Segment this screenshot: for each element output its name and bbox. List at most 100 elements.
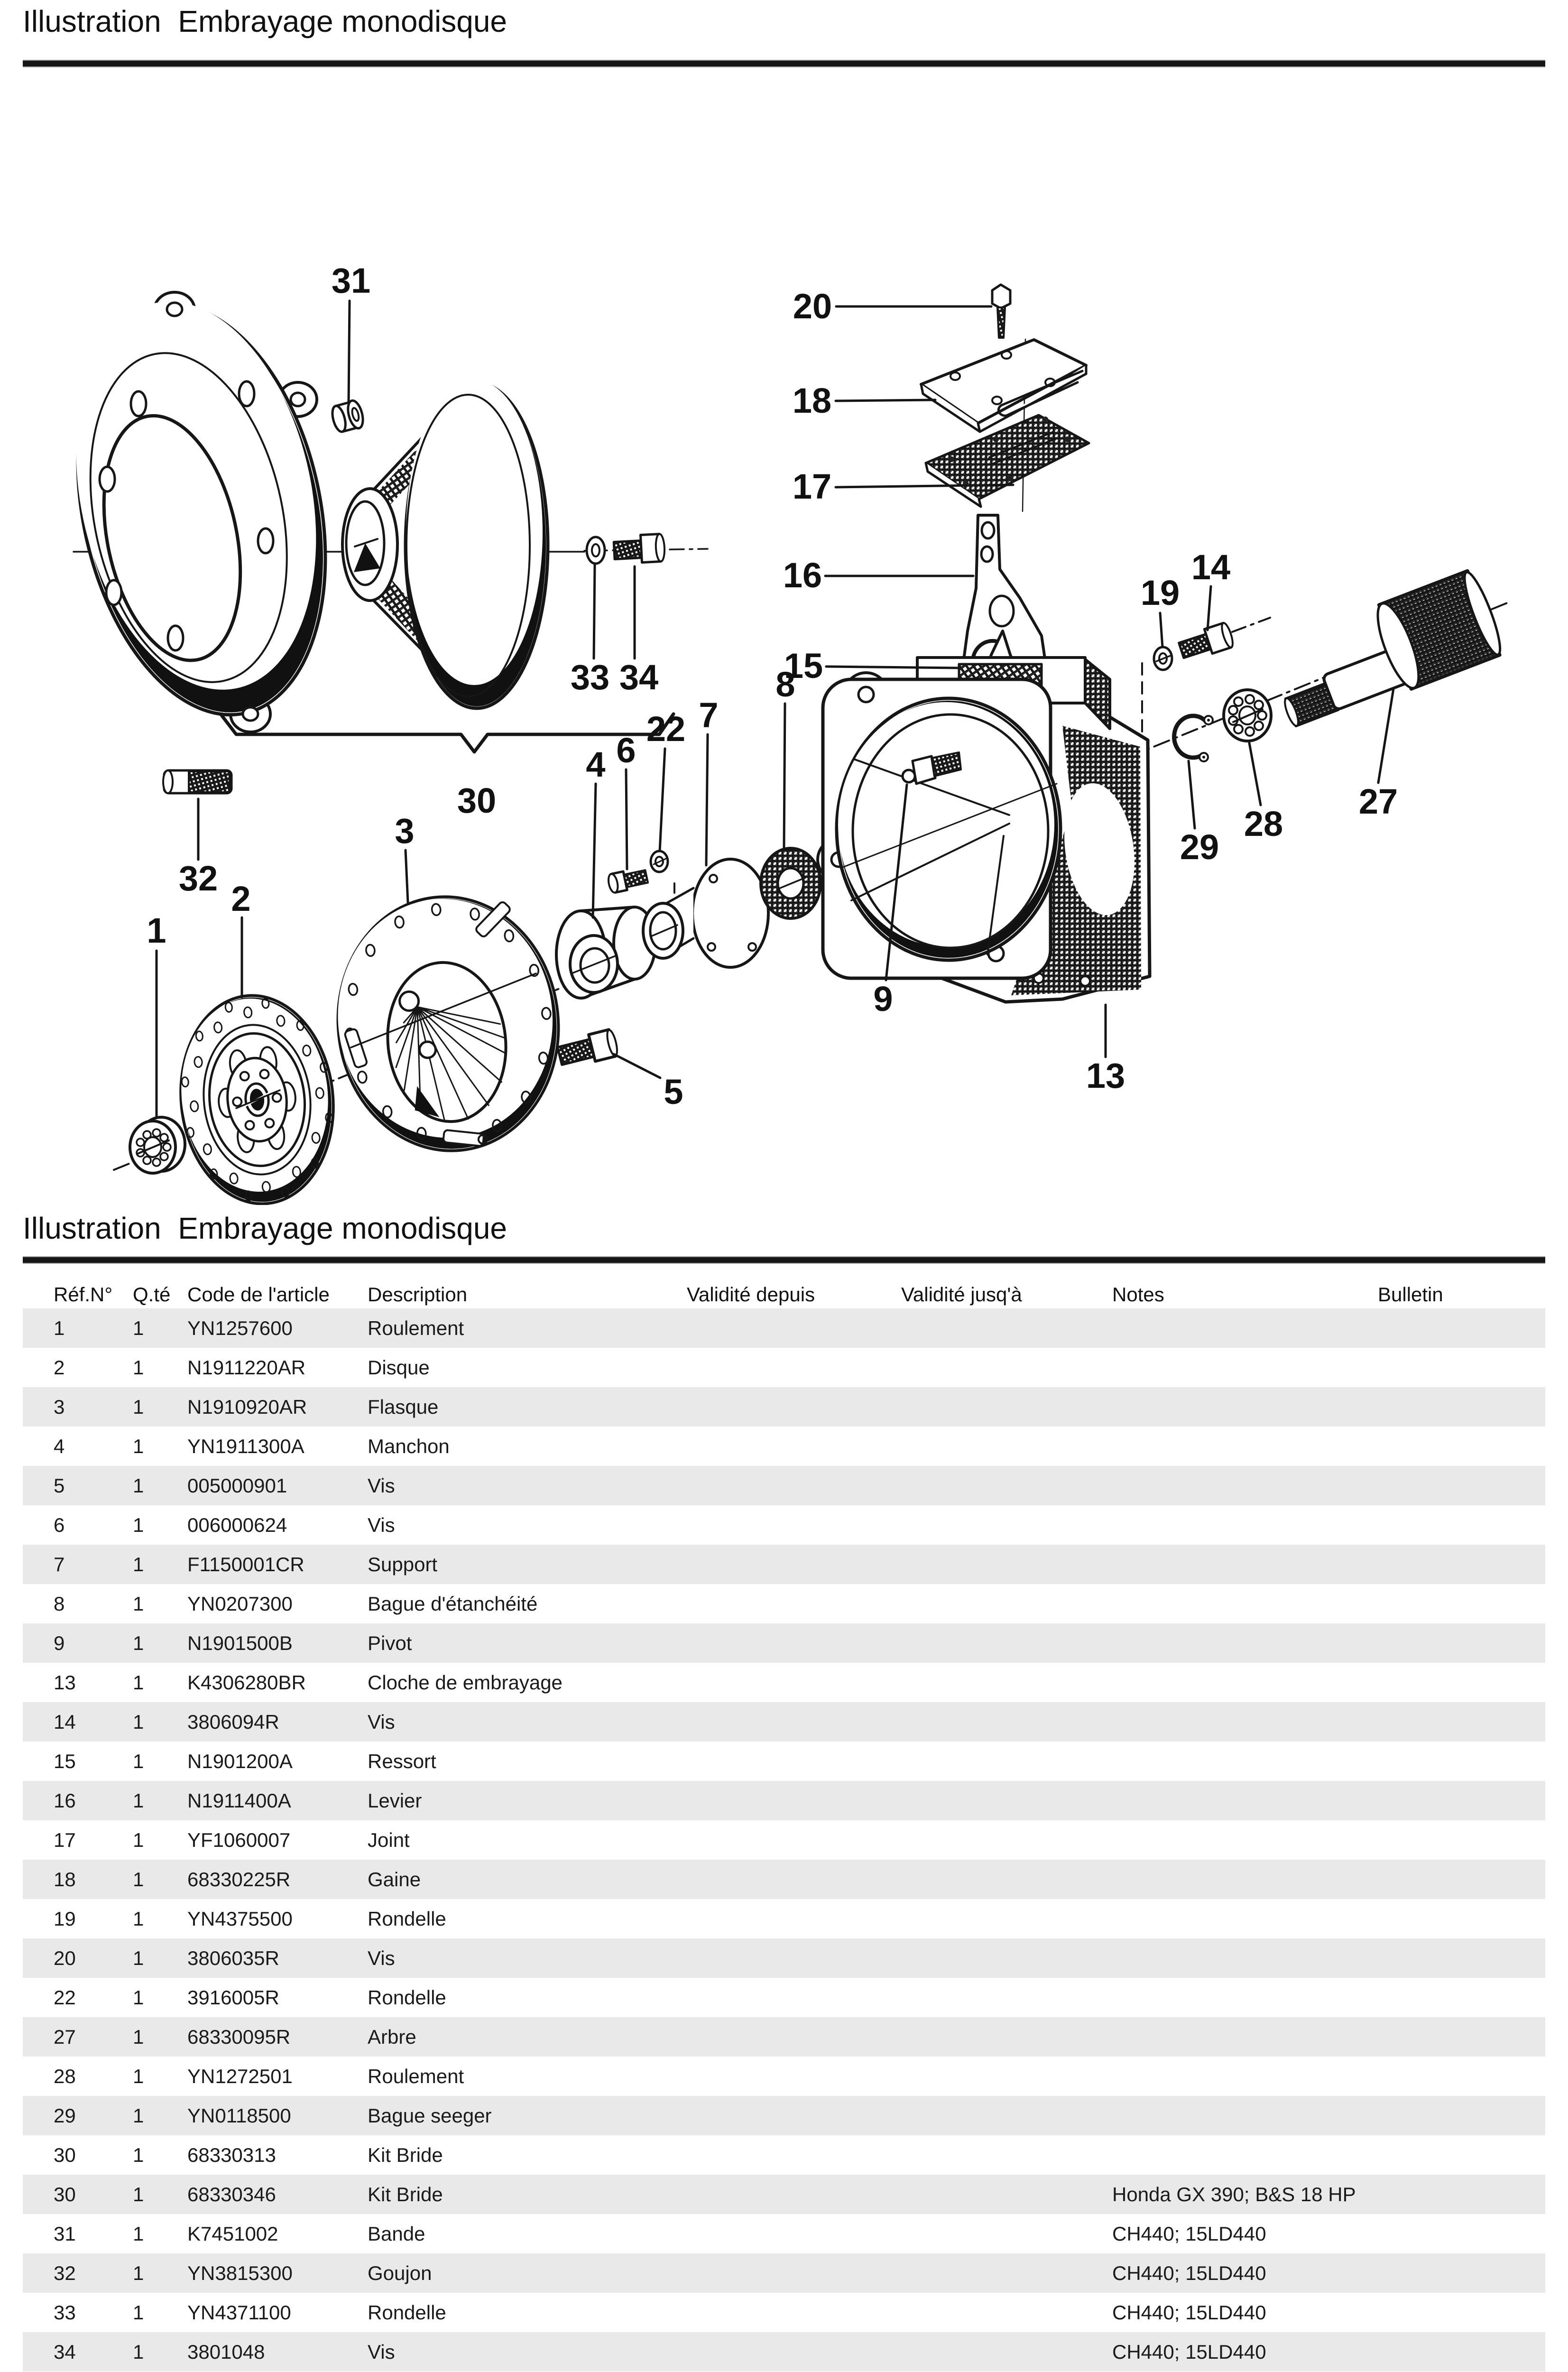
cell-description: Rondelle bbox=[368, 1907, 446, 1930]
cell-ref: 19 bbox=[54, 1907, 76, 1930]
table-row: 13 1 K4306280BR Cloche de embrayage bbox=[23, 1663, 1545, 1702]
table-row: 19 1 YN4375500 Rondelle bbox=[23, 1899, 1545, 1938]
cell-ref: 18 bbox=[54, 1868, 76, 1890]
cell-ref: 7 bbox=[54, 1553, 65, 1575]
cell-ref: 17 bbox=[54, 1828, 76, 1851]
cell-code: YN4375500 bbox=[187, 1907, 293, 1930]
cell-ref: 32 bbox=[54, 2261, 76, 2284]
cell-qty: 1 bbox=[133, 1356, 144, 1379]
table-row: 8 1 YN0207300 Bague d'étanchéité bbox=[23, 1584, 1545, 1623]
cell-ref: 3 bbox=[54, 1395, 65, 1418]
part-22-rondelle bbox=[649, 850, 669, 873]
cell-code: N1910920AR bbox=[187, 1395, 307, 1418]
leader-lines bbox=[155, 299, 1395, 1119]
part-28-roulement bbox=[1222, 688, 1273, 742]
header-description: Description bbox=[368, 1283, 468, 1306]
leader-8 bbox=[783, 702, 786, 849]
cell-ref: 31 bbox=[54, 2222, 76, 2245]
cell-description: Ressort bbox=[368, 1750, 436, 1772]
cell-ref: 33 bbox=[54, 2301, 76, 2324]
cell-qty: 1 bbox=[133, 1710, 144, 1733]
part-3-flasque bbox=[336, 895, 560, 1152]
table-row: 34 1 3801048 Vis CH440; 15LD440 bbox=[23, 2332, 1545, 2372]
cell-description: Bande bbox=[368, 2222, 425, 2245]
part-9-pivot bbox=[901, 751, 962, 785]
cell-code: 3806094R bbox=[187, 1710, 279, 1733]
table-row: 30 1 68330346 Kit Bride Honda GX 390; B&… bbox=[23, 2175, 1545, 2214]
cell-description: Rondelle bbox=[368, 2301, 446, 2324]
cell-qty: 1 bbox=[133, 1513, 144, 1536]
leader-18 bbox=[834, 398, 937, 402]
part-2-disque bbox=[179, 994, 335, 1205]
leader-6 bbox=[625, 768, 628, 871]
exploded-diagram bbox=[73, 283, 1509, 1205]
part-30-cover bbox=[76, 291, 327, 733]
cell-ref: 8 bbox=[54, 1592, 65, 1615]
table-row: 31 1 K7451002 Bande CH440; 15LD440 bbox=[23, 2214, 1545, 2253]
cell-ref: 30 bbox=[54, 2183, 76, 2205]
table-row: 3 1 N1910920AR Flasque bbox=[23, 1387, 1545, 1427]
leader-29 bbox=[1187, 760, 1196, 830]
cell-qty: 1 bbox=[133, 1631, 144, 1654]
leader-19 bbox=[1159, 612, 1164, 649]
cell-ref: 34 bbox=[54, 2340, 76, 2363]
cell-qty: 1 bbox=[133, 1946, 144, 1969]
leader-5 bbox=[612, 1053, 662, 1079]
table-row: 30 1 68330313 Kit Bride bbox=[23, 2135, 1545, 2175]
cell-ref: 5 bbox=[54, 1474, 65, 1497]
cell-ref: 30 bbox=[54, 2143, 76, 2166]
cell-qty: 1 bbox=[133, 1868, 144, 1890]
cell-ref: 15 bbox=[54, 1750, 76, 1772]
cell-ref: 27 bbox=[54, 2025, 76, 2048]
cell-code: YF1060007 bbox=[187, 1828, 291, 1851]
cell-code: 3916005R bbox=[187, 1986, 279, 2009]
table-body: 1 1 YN1257600 Roulement 2 1 N1911220AR D… bbox=[23, 1308, 1545, 2372]
cell-code: N1901500B bbox=[187, 1631, 293, 1654]
cell-description: Arbre bbox=[368, 2025, 416, 2048]
cell-description: Disque bbox=[368, 1356, 430, 1379]
cell-qty: 1 bbox=[133, 1828, 144, 1851]
table-row: 27 1 68330095R Arbre bbox=[23, 2017, 1545, 2057]
table-row: 14 1 3806094R Vis bbox=[23, 1702, 1545, 1742]
table-row: 33 1 YN4371100 Rondelle CH440; 15LD440 bbox=[23, 2293, 1545, 2332]
cell-notes: CH440; 15LD440 bbox=[1112, 2261, 1266, 2284]
part-5-vis bbox=[556, 1028, 618, 1066]
leader-9 bbox=[885, 783, 908, 982]
cell-qty: 1 bbox=[133, 1907, 144, 1930]
leader-3 bbox=[404, 849, 409, 904]
part-6-vis bbox=[607, 869, 649, 894]
cell-code: 3801048 bbox=[187, 2340, 265, 2363]
cell-description: Levier bbox=[368, 1789, 422, 1812]
parts-table: Réf.N° Q.té Code de l'article Descriptio… bbox=[23, 1281, 1545, 2372]
table-row: 15 1 N1901200A Ressort bbox=[23, 1742, 1545, 1781]
cell-qty: 1 bbox=[133, 2104, 144, 2127]
cell-ref: 4 bbox=[54, 1435, 65, 1457]
table-row: 20 1 3806035R Vis bbox=[23, 1938, 1545, 1978]
cell-ref: 6 bbox=[54, 1513, 65, 1536]
cell-ref: 13 bbox=[54, 1671, 76, 1694]
header-ref: Réf.N° bbox=[54, 1283, 113, 1306]
cell-description: Bague d'étanchéité bbox=[368, 1592, 538, 1615]
part-34-vis bbox=[612, 533, 666, 564]
cell-description: Vis bbox=[368, 1513, 395, 1536]
cell-ref: 1 bbox=[54, 1316, 65, 1339]
table-row: 6 1 006000624 Vis bbox=[23, 1505, 1545, 1545]
header-valid-to: Validité jusq'à bbox=[901, 1283, 1022, 1306]
leader-7 bbox=[705, 733, 709, 867]
cell-qty: 1 bbox=[133, 1750, 144, 1772]
cell-description: Gaine bbox=[368, 1868, 421, 1890]
leader-4 bbox=[591, 782, 597, 919]
leader-28 bbox=[1248, 741, 1262, 806]
page-title: Illustration Embrayage monodisque bbox=[23, 4, 507, 38]
table-header: Réf.N° Q.té Code de l'article Descriptio… bbox=[23, 1281, 1545, 1308]
cell-description: Flasque bbox=[368, 1395, 439, 1418]
table-row: 32 1 YN3815300 Goujon CH440; 15LD440 bbox=[23, 2253, 1545, 2293]
cell-code: 68330313 bbox=[187, 2143, 276, 2166]
leader-33 bbox=[592, 563, 596, 660]
leader-22 bbox=[658, 747, 666, 852]
cell-description: Goujon bbox=[368, 2261, 432, 2284]
cell-notes: CH440; 15LD440 bbox=[1112, 2301, 1266, 2324]
cell-code: 3806035R bbox=[187, 1946, 279, 1969]
cell-code: N1901200A bbox=[187, 1750, 293, 1772]
cell-code: F1150001CR bbox=[187, 1553, 304, 1575]
